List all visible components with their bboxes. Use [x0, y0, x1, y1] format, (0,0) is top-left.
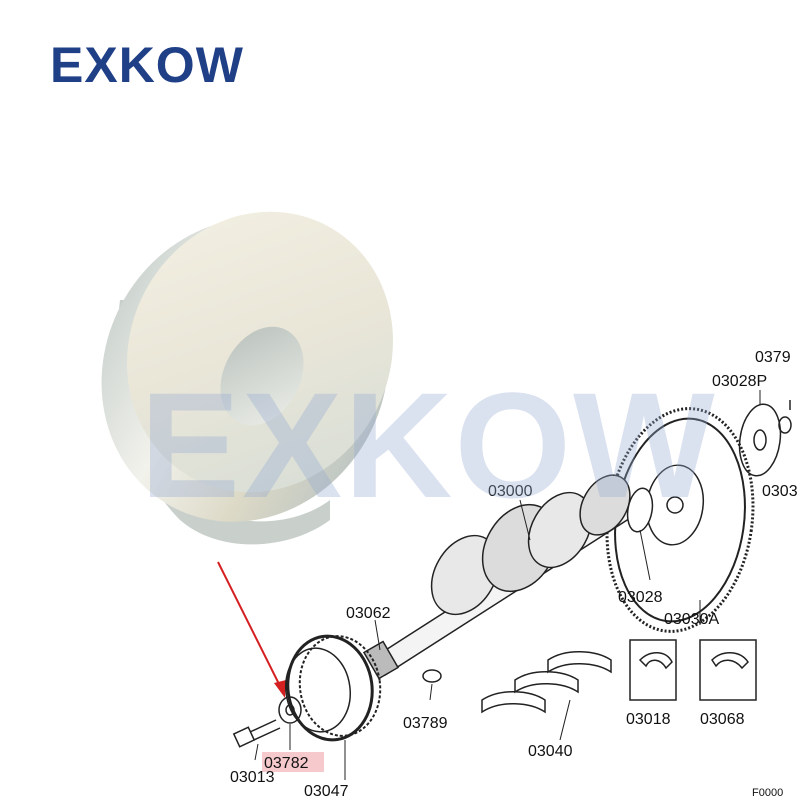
label-03068: 03068 — [700, 711, 745, 728]
label-03030A: 03030A — [664, 611, 719, 628]
label-0303: 0303 — [762, 483, 798, 500]
pulley-drawing — [285, 634, 382, 742]
label-03000: 03000 — [488, 483, 533, 500]
label-03789: 03789 — [403, 715, 448, 732]
watermark-text: EXKOW — [140, 361, 717, 529]
highlight-arrow — [217, 561, 286, 698]
key-drawing — [422, 669, 442, 683]
part-highlight-box — [262, 752, 324, 772]
plate-drawing — [738, 400, 792, 477]
label-03782: 03782 — [264, 755, 309, 772]
brand-logo: EXKOW — [50, 37, 244, 93]
label-0379: 0379 — [755, 349, 791, 366]
label-03013: 03013 — [230, 769, 275, 786]
label-03028: 03028 — [618, 589, 663, 606]
leader-lines — [254, 390, 761, 780]
washer-product-image — [101, 211, 393, 545]
label-03040: 03040 — [528, 743, 573, 760]
label-03018: 03018 — [626, 711, 671, 728]
label-03062: 03062 — [346, 605, 391, 622]
label-03047: 03047 — [304, 783, 349, 800]
bearing-shells-drawing — [481, 639, 757, 714]
bolt-drawing — [232, 719, 281, 748]
label-03028P: 03028P — [712, 373, 767, 390]
washer-part-drawing — [278, 696, 302, 724]
figure-code: F0000 — [752, 787, 783, 799]
crankshaft-drawing — [362, 474, 654, 680]
